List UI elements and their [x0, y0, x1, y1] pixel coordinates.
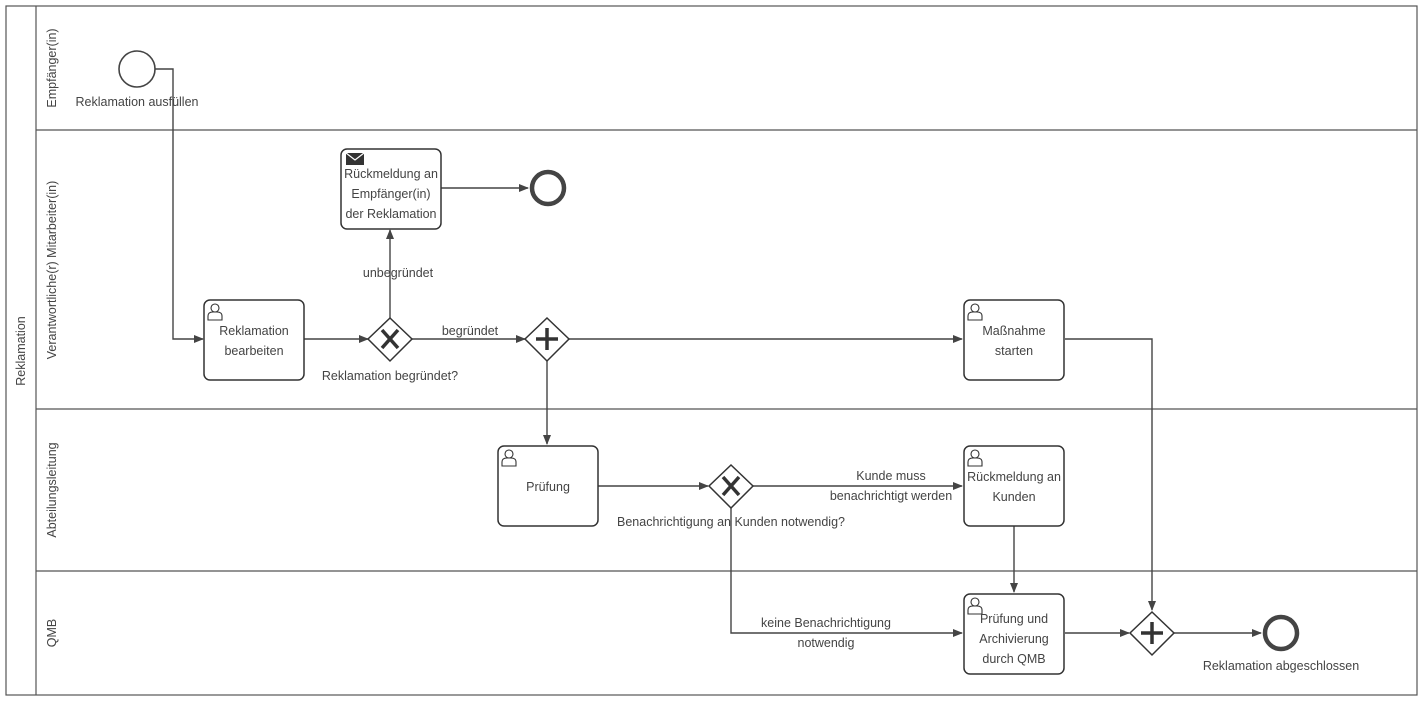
flow-label-keine: notwendig: [798, 636, 855, 650]
start-event-label: Reklamation ausfüllen: [76, 95, 199, 109]
flow-start-to-bearbeiten[interactable]: [155, 68, 204, 343]
plus-icon: [536, 328, 558, 350]
start-event[interactable]: [118, 50, 156, 88]
gateway-parallel-split[interactable]: [523, 316, 571, 363]
flow-label-kunde-muss: Kunde muss: [856, 469, 925, 483]
flow-label-kunde-muss: benachrichtigt werden: [830, 489, 952, 503]
gateway-label: Reklamation begründet?: [322, 369, 458, 383]
task-label: bearbeiten: [224, 344, 283, 358]
flow-massnahme-to-join[interactable]: [1065, 338, 1156, 611]
user-icon: [207, 303, 223, 321]
envelope-icon: [345, 152, 365, 165]
task-label: Rückmeldung an: [967, 470, 1061, 484]
task-label: Maßnahme: [982, 324, 1045, 338]
task-label: starten: [995, 344, 1033, 358]
task-reklamation-bearbeiten[interactable]: Reklamation bearbeiten: [203, 299, 305, 381]
user-icon: [967, 597, 983, 615]
task-label: der Reklamation: [345, 207, 436, 221]
gateway-parallel-join[interactable]: [1128, 610, 1176, 657]
gateway-benachrichtigung[interactable]: [707, 463, 755, 510]
flow-keine-benachrichtigung[interactable]: [730, 507, 963, 637]
task-label: Prüfung und: [980, 612, 1048, 626]
task-pruefung[interactable]: Prüfung: [497, 445, 599, 527]
lane-label-empfaenger: Empfänger(in): [45, 28, 59, 107]
task-label: Empfänger(in): [351, 187, 430, 201]
task-label: Prüfung: [526, 480, 570, 494]
lane-label-mitarbeiter: Verantwortliche(r) Mitarbeiter(in): [45, 181, 59, 360]
lane-label-qmb: QMB: [45, 619, 59, 647]
task-massnahme-starten[interactable]: Maßnahme starten: [963, 299, 1065, 381]
task-label: durch QMB: [982, 652, 1045, 666]
x-icon: [380, 328, 400, 350]
task-label: Kunden: [992, 490, 1035, 504]
pool-label: Reklamation: [14, 316, 28, 386]
user-icon: [501, 449, 517, 467]
task-label: Reklamation: [219, 324, 289, 338]
flow-label-unbegruendet: unbegründet: [363, 266, 434, 280]
user-icon: [967, 449, 983, 467]
task-rueckmeldung-kunden[interactable]: Rückmeldung an Kunden: [963, 445, 1065, 527]
task-rueckmeldung-empfaenger[interactable]: Rückmeldung an Empfänger(in) der Reklama…: [340, 148, 442, 230]
plus-icon: [1141, 622, 1163, 644]
gateway-label: Benachrichtigung an Kunden notwendig?: [617, 515, 845, 529]
task-label: Archivierung: [979, 632, 1049, 646]
user-icon: [967, 303, 983, 321]
end-event-feedback[interactable]: [529, 169, 567, 207]
gateway-reklamation-begruendet[interactable]: [366, 316, 414, 363]
end-event-final-label: Reklamation abgeschlossen: [1203, 659, 1359, 673]
x-icon: [721, 475, 741, 497]
flow-label-begruendet: begründet: [442, 324, 499, 338]
flow-label-keine: keine Benachrichtigung: [761, 616, 891, 630]
task-pruefung-archivierung[interactable]: Prüfung und Archivierung durch QMB: [963, 593, 1065, 675]
end-event-final[interactable]: [1262, 614, 1300, 652]
lane-label-abteilungsleitung: Abteilungsleitung: [45, 442, 59, 537]
task-label: Rückmeldung an: [344, 167, 438, 181]
